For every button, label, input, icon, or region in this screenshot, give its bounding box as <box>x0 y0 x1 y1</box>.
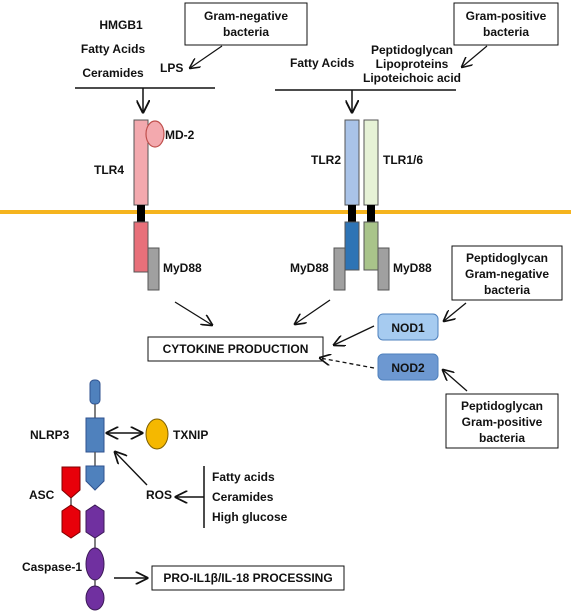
nod1-stimulus-arrow <box>444 302 467 321</box>
tlr4-ligand-fatty-acids: Fatty Acids <box>81 42 146 56</box>
ros-inducer-ceramides: Ceramides <box>212 490 274 504</box>
nlrp3-label: NLRP3 <box>30 428 70 442</box>
gram-negative-line1: Gram-negative <box>204 9 288 23</box>
tlr16-myd88-label: MyD88 <box>393 261 432 275</box>
tlr4-ligand-hmgb1: HMGB1 <box>99 18 143 32</box>
tlr4-transmembrane <box>137 205 145 222</box>
ros-inducer-high-glucose: High glucose <box>212 510 288 524</box>
tlr16-intracellular <box>363 221 379 271</box>
tlr4-to-cytokine-arrow <box>174 301 212 325</box>
processing-label: PRO-IL1β/IL-18 PROCESSING <box>163 571 332 585</box>
caspase-p10-domain <box>85 585 105 611</box>
gram-negative-line2: bacteria <box>223 25 269 39</box>
nod2-stimulus-box <box>445 393 559 449</box>
txnip-protein <box>145 418 169 450</box>
tlr2-label: TLR2 <box>311 153 341 167</box>
asc-label: ASC <box>29 488 55 502</box>
tlr16-myd88 <box>377 247 390 291</box>
tlr4-myd88 <box>147 247 160 291</box>
processing-box <box>151 565 345 591</box>
tlr2-transmembrane <box>348 205 356 222</box>
tlr16-transmembrane <box>367 205 375 222</box>
tlr4-ligand-ceramides: Ceramides <box>82 66 144 80</box>
gram-positive-line1: Gram-positive <box>466 9 547 23</box>
nod2-stimulus-line3: bacteria <box>479 431 525 445</box>
tlr2-ligand-lipoteichoic-acid: Lipoteichoic acid <box>363 71 461 85</box>
tlr2-myd88 <box>333 247 346 291</box>
gram-negative-to-lps-arrow <box>190 45 223 68</box>
tlr16-extracellular <box>363 119 379 206</box>
ros-inducer-fatty-acids: Fatty acids <box>212 470 275 484</box>
nlrp3-middle-domain <box>85 417 105 453</box>
nod2-box <box>377 353 439 381</box>
nod1-stimulus-line2: Gram-negative <box>465 267 549 281</box>
md2-label: MD-2 <box>165 128 195 142</box>
nod1-stimulus-line1: Peptidoglycan <box>466 251 548 265</box>
cytokine-production-label: CYTOKINE PRODUCTION <box>163 342 309 356</box>
tlr16-label: TLR1/6 <box>383 153 423 167</box>
nod2-stimulus-line1: Peptidoglycan <box>461 399 543 413</box>
caspase-p20-domain <box>85 547 105 581</box>
nod2-stimulus-arrow <box>443 370 468 392</box>
gram-positive-box <box>453 2 559 46</box>
nod1-label: NOD1 <box>391 321 425 335</box>
tlr2-to-cytokine-arrow <box>295 299 331 324</box>
lps-label: LPS <box>160 61 183 75</box>
tlr2-myd88-label: MyD88 <box>290 261 329 275</box>
ros-to-nlrp3-arrow <box>115 452 148 486</box>
caspase-label: Caspase-1 <box>22 560 82 574</box>
tlr2-extracellular <box>344 119 360 206</box>
caspase-card-domain <box>85 504 105 539</box>
nlrp3-pyrin-domain <box>85 465 105 491</box>
nod2-stimulus-line2: Gram-positive <box>462 415 543 429</box>
tlr4-intracellular <box>133 221 149 273</box>
nod2-to-cytokine-dashed-arrow <box>320 358 375 369</box>
asc-card-domain <box>61 504 81 539</box>
nod1-to-cytokine-arrow <box>334 325 375 345</box>
tlr2-intracellular <box>344 221 360 271</box>
ros-label: ROS <box>146 488 172 502</box>
txnip-label: TXNIP <box>173 428 208 442</box>
asc-pyrin-domain <box>61 466 81 499</box>
tlr4-myd88-label: MyD88 <box>163 261 202 275</box>
tlr2-ligand-peptidoglycan: Peptidoglycan <box>371 43 453 57</box>
gram-negative-box <box>184 2 308 46</box>
tlr2-ligand-lipoproteins: Lipoproteins <box>376 57 449 71</box>
md2-protein <box>145 120 165 148</box>
cytokine-production-box <box>147 336 324 362</box>
nod1-stimulus-line3: bacteria <box>484 283 530 297</box>
tlr4-label: TLR4 <box>94 163 124 177</box>
nlrp3-top-domain <box>89 379 101 405</box>
nod1-stimulus-box <box>451 245 563 301</box>
gram-positive-to-ligands-arrow <box>462 45 488 67</box>
nod1-box <box>377 313 439 341</box>
nod2-label: NOD2 <box>391 361 425 375</box>
gram-positive-line2: bacteria <box>483 25 529 39</box>
tlr2-ligand-fatty-acids: Fatty Acids <box>290 56 355 70</box>
